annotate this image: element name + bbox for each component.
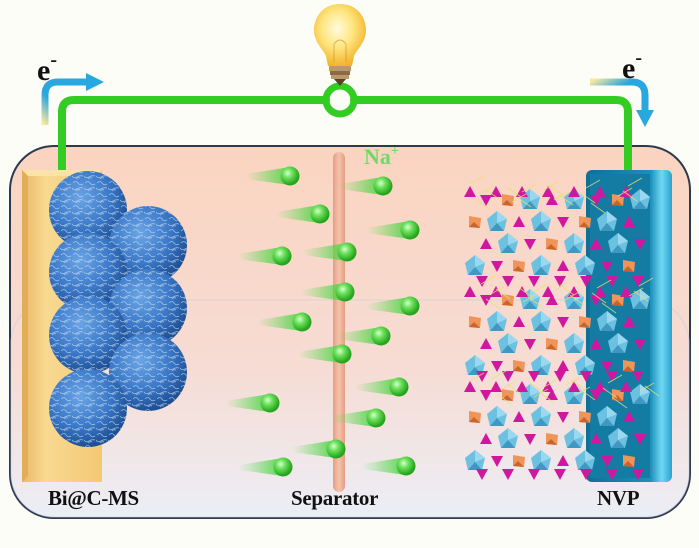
sodium-ion bbox=[366, 220, 420, 240]
electron-flow-arrow-right-icon bbox=[590, 78, 654, 127]
anode-particles bbox=[49, 171, 187, 447]
anode-particle bbox=[109, 333, 187, 411]
sodium-ion bbox=[366, 296, 420, 316]
nvp-crystal-structure bbox=[464, 175, 660, 480]
sodium-ion bbox=[258, 312, 312, 332]
sodium-ion bbox=[276, 204, 330, 224]
anode-particle bbox=[49, 233, 127, 311]
sodium-ion bbox=[303, 242, 357, 262]
anode-particle bbox=[109, 206, 187, 284]
crystal-layer bbox=[464, 175, 650, 287]
sodium-ion bbox=[292, 439, 346, 459]
sodium-ion bbox=[301, 282, 355, 302]
sodium-ion bbox=[362, 456, 416, 476]
electron-label-right: e- bbox=[622, 47, 642, 85]
cathode-label: NVP bbox=[597, 486, 640, 510]
anode-particle bbox=[109, 269, 187, 347]
separator-membrane bbox=[333, 152, 345, 492]
sodium-ion bbox=[246, 166, 300, 186]
electron-label-left: e- bbox=[37, 49, 57, 87]
sodium-ion bbox=[238, 246, 292, 266]
electron-flow-arrow-left-icon bbox=[41, 73, 104, 125]
bulb-socket-ring bbox=[322, 82, 358, 118]
sodium-ion bbox=[298, 344, 352, 364]
anode-label: Bi@C-MS bbox=[48, 486, 139, 510]
external-circuit-wire bbox=[58, 96, 632, 176]
sodium-ion bbox=[337, 326, 391, 346]
crystal-layer bbox=[464, 275, 654, 382]
sodium-ion bbox=[239, 457, 293, 477]
sodium-ion-label: Na+ bbox=[364, 144, 399, 169]
sodium-ion bbox=[332, 408, 386, 428]
sodium-ions bbox=[226, 166, 420, 477]
sodium-ion bbox=[226, 393, 280, 413]
anode-particle bbox=[49, 171, 127, 249]
anode-particle bbox=[49, 369, 127, 447]
crystal-layer bbox=[464, 370, 660, 480]
sodium-ion bbox=[355, 377, 409, 397]
separator-label: Separator bbox=[291, 486, 379, 510]
anode-particle bbox=[49, 296, 127, 374]
light-bulb-icon bbox=[314, 4, 366, 86]
sodium-ion bbox=[339, 176, 393, 196]
